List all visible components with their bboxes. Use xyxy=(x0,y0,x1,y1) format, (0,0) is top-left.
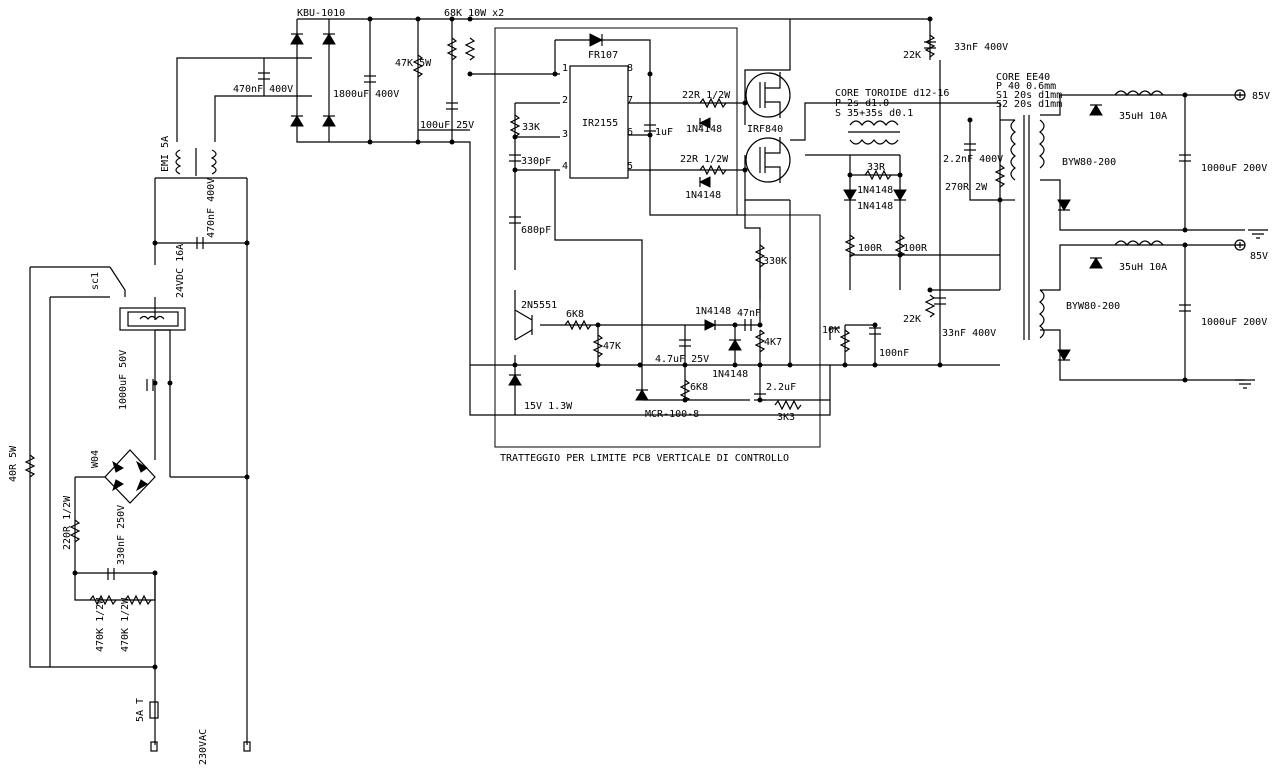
label-c1000-top: 1000uF 200V xyxy=(1201,163,1267,174)
label-toroid-s: S 35+35s d0.1 xyxy=(835,108,913,119)
label-22k-bot: 22K xyxy=(903,314,921,325)
label-3k3: 3K3 xyxy=(777,412,795,423)
label-2u2: 2.2uF xyxy=(766,382,796,393)
label-ee40-title: CORE EE40 xyxy=(996,72,1050,83)
label-l-bot: 35uH 10A xyxy=(1119,262,1167,273)
label-byw-bot: BYW80-200 xyxy=(1066,301,1120,312)
pin-7: 7 xyxy=(627,95,633,106)
label-d-bot: 1N4148 xyxy=(685,190,721,201)
w04-outline xyxy=(104,449,156,504)
label-c470n-400v: 470nF 400V xyxy=(206,178,217,238)
label-33k: 33K xyxy=(522,122,540,133)
label-w04: W04 xyxy=(90,450,101,468)
label-270r: 270R 2W xyxy=(945,182,988,193)
label-680p: 680pF xyxy=(521,225,551,236)
label-emi: EMI 5A xyxy=(160,136,171,172)
component-labels: KBU-1010 68K 10W x2 470nF 400V 1800uF 40… xyxy=(8,8,1270,765)
pin-1: 1 xyxy=(562,63,568,74)
label-10k: 10K xyxy=(822,325,840,336)
label-220r: 220R 1/2W xyxy=(62,495,73,550)
relay-24vdc xyxy=(109,266,186,331)
label-1u: 1uF xyxy=(655,127,673,138)
label-vac: 230VAC xyxy=(198,729,209,765)
label-4k7: 4K7 xyxy=(764,337,782,348)
label-relay: 24VDC 16A xyxy=(175,244,186,298)
pin-3: 3 xyxy=(562,129,568,140)
label-22k-top: 22K xyxy=(903,50,921,61)
label-pcb-note: TRATTEGGIO PER LIMITE PCB VERTICALE DI C… xyxy=(500,453,789,464)
label-fuse: 5A T xyxy=(135,698,146,722)
label-toroid-title: CORE TOROIDE d12-16 xyxy=(835,88,949,99)
inductor-symbols xyxy=(175,90,1164,340)
label-6k8: 6K8 xyxy=(566,309,584,320)
pin-6: 6 xyxy=(627,127,633,138)
label-100r-a: 100R xyxy=(858,243,883,254)
label-c1000u50: 1000uF 50V xyxy=(118,350,129,410)
label-100r-b: 100R xyxy=(903,243,928,254)
label-100n: 100nF xyxy=(879,348,909,359)
label-toroid-p: P 2s d1.0 xyxy=(835,98,889,109)
label-d-low: 1N4148 xyxy=(712,369,748,380)
label-d-t2: 1N4148 xyxy=(857,201,893,212)
label-33r: 33R xyxy=(867,162,886,173)
label-330p: 330pF xyxy=(521,156,551,167)
label-6k8b: 6K8 xyxy=(690,382,708,393)
wires xyxy=(29,18,1245,745)
capacitor-symbols xyxy=(107,41,1191,580)
resistor-symbols xyxy=(24,34,1006,606)
label-15v: 15V 1.3W xyxy=(524,401,573,412)
label-47k: 47K xyxy=(603,341,621,352)
pin-5: 5 xyxy=(627,161,633,172)
label-470k-b: 470K 1/2W xyxy=(120,597,131,652)
label-c330n: 330nF 250V xyxy=(116,505,127,565)
label-sc1: sc1 xyxy=(90,272,101,290)
label-4u7: 4.7uF 25V xyxy=(655,354,709,365)
label-ee40-s2: S2 20s d1mm xyxy=(996,99,1062,110)
label-c100u: 100uF 25V xyxy=(420,120,474,131)
terminals xyxy=(150,89,1268,752)
label-c1000-bot: 1000uF 200V xyxy=(1201,317,1267,328)
label-d-t1: 1N4148 xyxy=(857,185,893,196)
label-330k: 330K xyxy=(763,256,787,267)
label-2n2: 2.2nF 400V xyxy=(943,154,1003,165)
label-470k-a: 470K 1/2W xyxy=(95,597,106,652)
label-d-mid: 1N4148 xyxy=(695,306,731,317)
label-kbu: KBU-1010 xyxy=(297,8,345,19)
label-40r: 40R 5W xyxy=(8,445,19,482)
bridge-diodes-kbu xyxy=(290,33,336,127)
label-mcr: MCR-100-8 xyxy=(645,409,699,420)
label-c1800: 1800uF 400V xyxy=(333,89,399,100)
label-ee40-s1: S1 20s d1mm xyxy=(996,90,1062,101)
pin-4: 4 xyxy=(562,161,568,172)
label-l-top: 35uH 10A xyxy=(1119,111,1167,122)
junction-dots xyxy=(72,16,1188,670)
label-47k5w: 47K 5W xyxy=(395,58,432,69)
label-ee40-p: P 40 0.6mm xyxy=(996,81,1056,92)
ir2155-chip xyxy=(569,65,629,179)
label-ir2155: IR2155 xyxy=(582,118,618,129)
label-85v-bot: 85V xyxy=(1250,251,1268,262)
fuse-5a xyxy=(149,701,159,719)
label-fr107: FR107 xyxy=(588,50,618,61)
label-c470n: 470nF 400V xyxy=(233,84,293,95)
label-22r-top: 22R 1/2W xyxy=(682,90,731,101)
transistor-2n5551 xyxy=(514,309,533,341)
label-byw-top: BYW80-200 xyxy=(1062,157,1116,168)
label-68k: 68K 10W x2 xyxy=(444,8,504,19)
label-22r-bot: 22R 1/2W xyxy=(680,154,729,165)
irf840-mosfets xyxy=(745,72,791,183)
diode-symbols xyxy=(112,33,1103,492)
pin-8: 8 xyxy=(627,63,633,74)
label-2n5551: 2N5551 xyxy=(521,300,557,311)
label-85v-top: 85V xyxy=(1252,91,1270,102)
label-33n-bot: 33nF 400V xyxy=(942,328,996,339)
pot-10k xyxy=(829,327,840,340)
label-d-top: 1N4148 xyxy=(686,124,722,135)
pin-2: 2 xyxy=(562,95,568,106)
label-irf840: IRF840 xyxy=(747,124,783,135)
label-33n-top: 33nF 400V xyxy=(954,42,1008,53)
label-47n: 47nF xyxy=(737,308,761,319)
